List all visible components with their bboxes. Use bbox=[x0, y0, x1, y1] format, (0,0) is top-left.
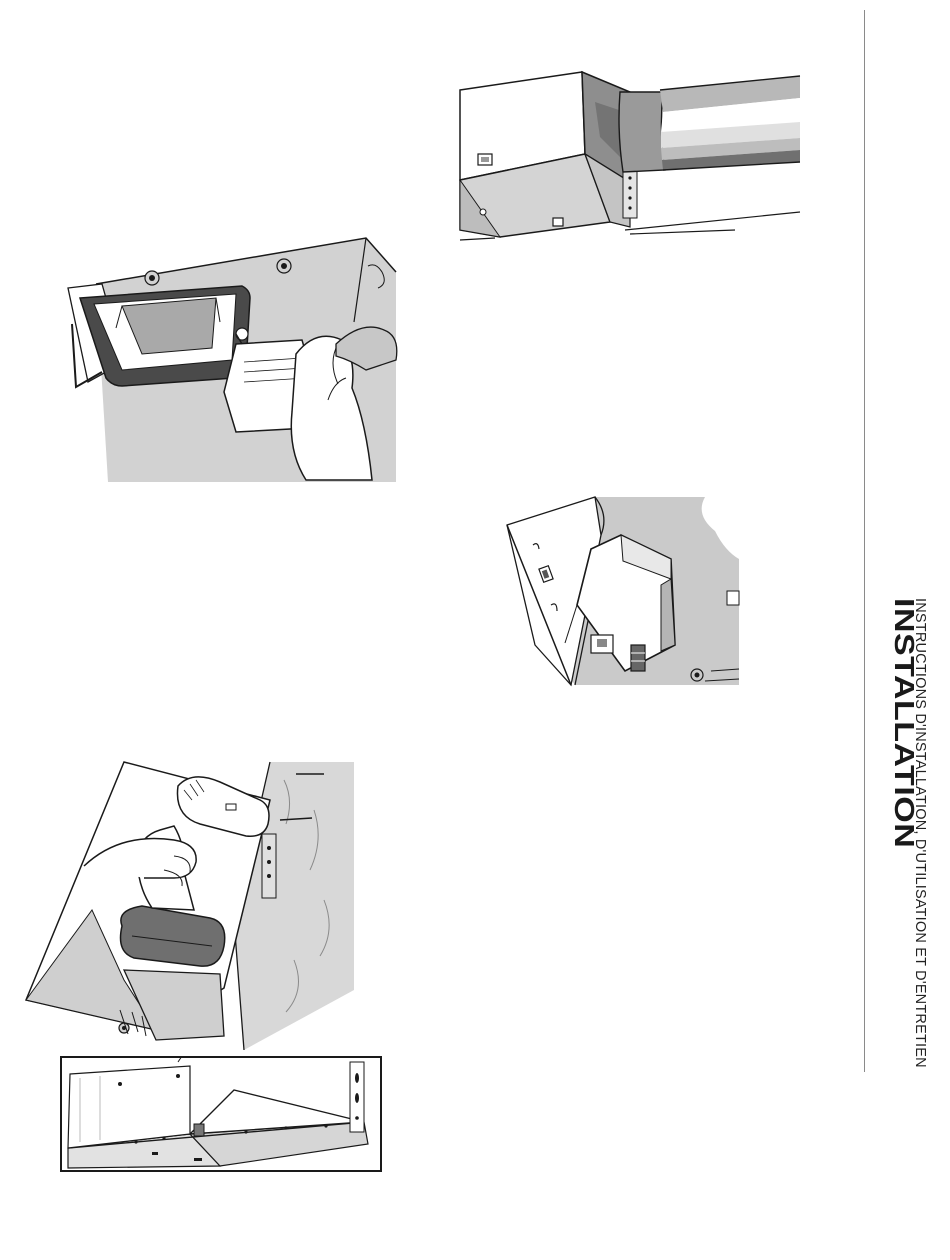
drill-bracket-illustration bbox=[24, 760, 358, 1050]
damper-box-illustration bbox=[505, 495, 741, 687]
drill-screw-outlet-illustration bbox=[66, 232, 402, 490]
sidebar-divider bbox=[864, 10, 865, 1072]
sidebar-title: INSTALLATION bbox=[888, 598, 920, 848]
duct-connector-illustration bbox=[455, 62, 805, 252]
hood-underside-illustration bbox=[60, 1056, 382, 1172]
sidebar-title-wrap: INSTALLATION bbox=[884, 598, 923, 848]
sidebar-header: INSTRUCTIONS D'INSTALLATION, D'UTILISATI… bbox=[880, 598, 944, 1073]
